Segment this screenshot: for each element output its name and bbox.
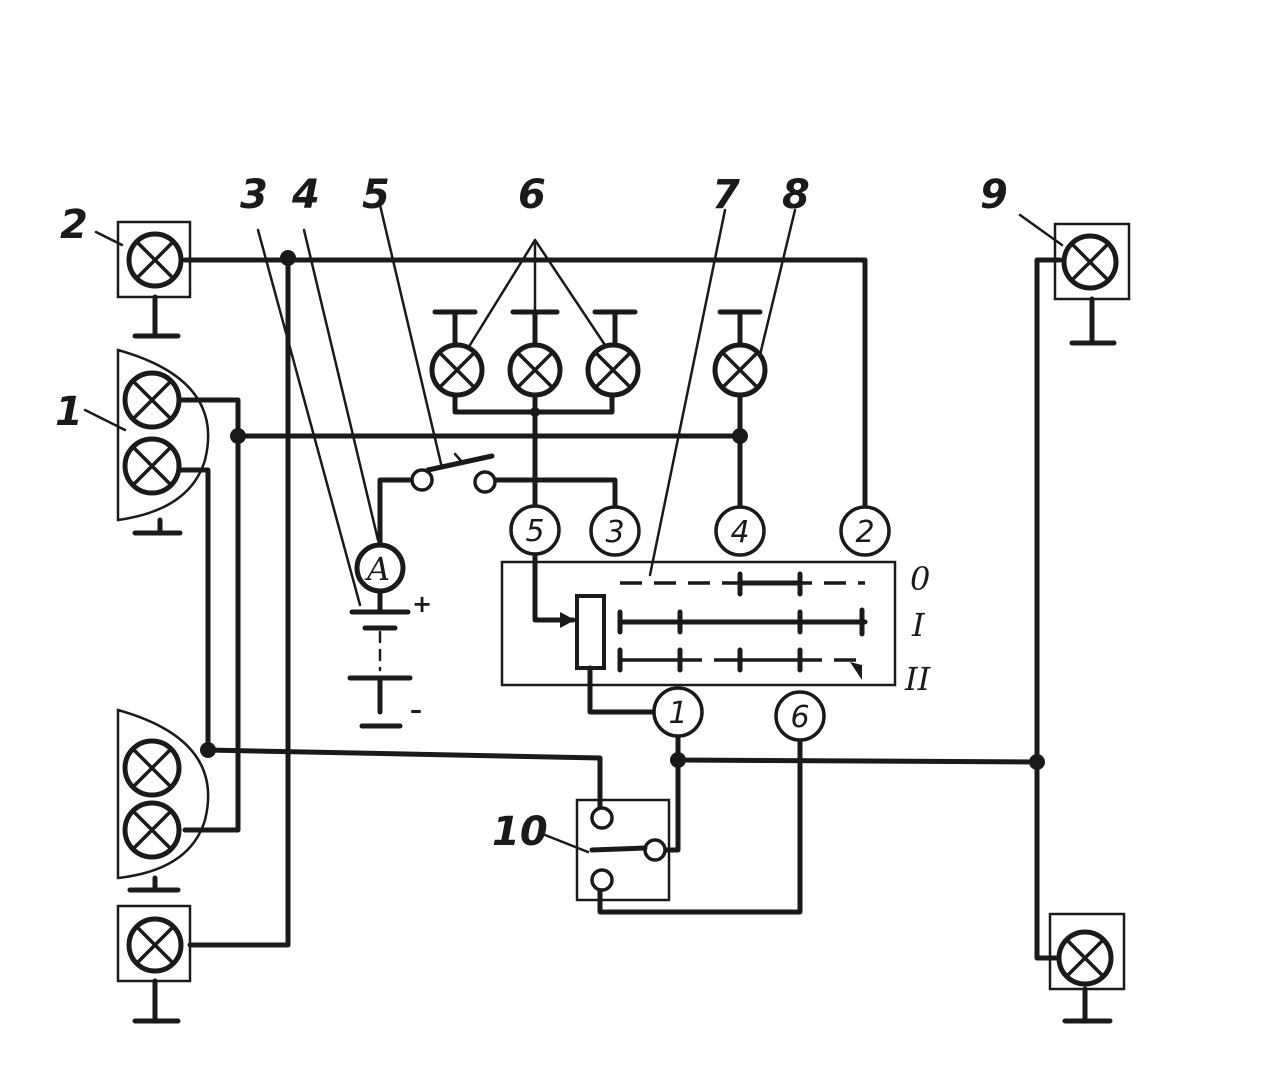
ammeter: A [354,542,406,594]
label-3: 3 [240,172,268,218]
switch-5-contact-left [410,468,434,492]
rear-lamp-bottom-left [116,904,192,1024]
instrument-lamp-c [585,309,641,398]
wire-top-lamp-to-terminal-2 [182,257,868,513]
position-0-label: 0 [910,560,930,598]
junction-right-bus [1029,754,1045,770]
label-5: 5 [362,172,390,218]
label-8: 8 [782,172,810,218]
label-1: 1 [55,389,83,435]
terminal-2-label: 2 [855,515,874,550]
terminal-1: 1 [652,686,704,738]
terminal-6-label: 6 [790,700,809,735]
wire-switch-5-to-terminals [482,477,618,513]
position-1-label: I [911,606,926,644]
terminal-4: 4 [714,505,766,557]
switch-position-labels: 0 I II [904,560,932,698]
headlight-upper [116,348,210,536]
component-labels: 1 2 3 4 5 6 7 8 9 10 [55,172,1008,855]
wire-right-vertical [1034,257,1063,961]
wire-upper-headlight-b [177,467,211,753]
junction-lamp-group-6 [530,407,540,417]
terminal-3: 3 [589,505,641,557]
dimmer-contact-right [643,838,667,862]
junction-headlight-bus [230,428,246,444]
position-2-label: II [904,660,932,698]
headlight-lower [116,708,210,893]
label-10: 10 [492,809,548,855]
wire-left-vertical-to-rear-lamp [187,255,291,948]
switch-5 [410,452,497,494]
warning-lamp-8 [712,309,768,398]
terminal-2: 2 [839,505,891,557]
label-4: 4 [291,172,320,218]
terminal-5: 5 [509,504,561,556]
terminal-1-label: 1 [668,696,687,731]
terminal-6: 6 [774,690,826,742]
junction-lamp-8 [732,428,748,444]
terminal-5-label: 5 [525,514,544,549]
leader-lines [83,203,1064,854]
junctions [200,250,1045,770]
dimmer-switch-10 [575,798,671,902]
wire-terminal-1-to-bus [675,732,1040,765]
label-2: 2 [60,202,88,248]
wires [177,255,1063,961]
wire-lower-headlight-to-relay [205,747,603,813]
battery-plus: + [412,590,432,618]
dimmer-contact-top [590,806,614,830]
ammeter-symbol: A [364,550,390,588]
junction-terminal-1 [670,752,686,768]
junction-top-left [280,250,296,266]
terminal-3-label: 3 [605,515,624,550]
sidelight-lamp-top-left [116,220,192,339]
terminal-4-label: 4 [730,515,749,550]
label-6: 6 [518,172,546,218]
instrument-lamp-a [429,309,485,398]
central-light-switch [500,560,897,687]
battery-minus: – [410,696,422,724]
battery: + – [347,590,432,729]
label-9: 9 [980,172,1008,218]
switch-terminals: 5 3 4 2 1 6 [509,504,891,742]
switch-5-contact-right [473,470,497,494]
dimmer-contact-bottom [590,868,614,892]
lamp-right-bottom [1048,912,1126,1024]
wire-switch-5-to-ammeter [377,477,423,548]
wire-terminal-6-to-relay [597,737,803,915]
wire-upper-headlight-a [177,397,241,833]
label-7: 7 [712,172,740,218]
junction-lower-headlight [200,742,216,758]
lamp-right-top [1053,222,1131,346]
wire-rotor-to-terminal-1 [587,665,658,715]
wire-terminal-5-to-rotor [532,552,573,623]
